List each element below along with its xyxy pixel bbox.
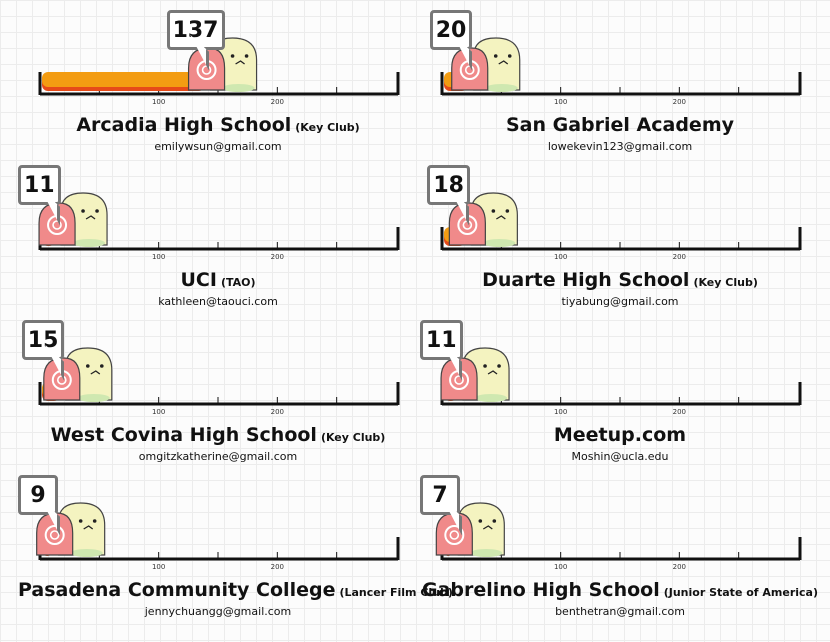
panel-track: 100 200 <box>38 347 400 416</box>
tick-label: 100 <box>554 98 567 106</box>
contact-email: tiyabung@gmail.com <box>561 295 679 308</box>
value-bubble: 18 <box>427 165 470 205</box>
value-bubble: 11 <box>18 165 61 205</box>
organization-subtitle: (Junior State of America) <box>663 586 819 599</box>
tick-label: 200 <box>673 408 686 416</box>
contact-email: jennychuangg@gmail.com <box>144 605 292 618</box>
tick-label: 100 <box>554 408 567 416</box>
organization-name-text: Pasadena Community College <box>18 579 336 601</box>
organization-name-text: Gabrelino High School <box>421 579 660 601</box>
tick-label: 200 <box>673 253 686 261</box>
organization-name-text: West Covina High School <box>50 424 317 446</box>
organization-name: Arcadia High School(Key Club) <box>18 114 418 136</box>
contact-email: benthetran@gmail.com <box>555 605 685 618</box>
value-bubble: 7 <box>420 475 460 515</box>
value-bubble: 20 <box>429 10 473 50</box>
snail-icon <box>43 347 113 402</box>
organization-name: Meetup.com <box>420 424 820 446</box>
panel-track: 100 200 <box>440 37 802 106</box>
organization-name: Pasadena Community College(Lancer Film C… <box>18 579 453 601</box>
tick-label: 100 <box>152 98 165 106</box>
snail-icon <box>448 192 518 247</box>
value-bubble: 11 <box>420 320 463 360</box>
contact-email: lowekevin123@gmail.com <box>547 140 693 153</box>
contact-email: Moshin@ucla.edu <box>571 450 669 463</box>
tick-label: 200 <box>673 98 686 106</box>
tick-label: 100 <box>152 563 165 571</box>
contact-email: omgitzkatherine@gmail.com <box>138 450 298 463</box>
organization-name-text: Duarte High School <box>482 269 690 291</box>
organization-subtitle: (Key Club) <box>295 121 360 134</box>
organization-name: UCI(TAO) <box>18 269 418 291</box>
tick-label: 100 <box>554 563 567 571</box>
tick-label: 100 <box>152 408 165 416</box>
organization-subtitle: (TAO) <box>220 276 256 289</box>
tick-label: 100 <box>554 253 567 261</box>
value-bubble: 9 <box>18 475 58 515</box>
tick-label: 100 <box>152 253 165 261</box>
value-bubble: 15 <box>21 320 65 360</box>
contact-email: emilywsun@gmail.com <box>154 140 282 153</box>
snail-icon <box>440 347 510 402</box>
panel-track: 100 200 <box>440 347 802 416</box>
tick-label: 200 <box>271 563 284 571</box>
organization-subtitle: (Key Club) <box>693 276 758 289</box>
tick-label: 200 <box>673 563 686 571</box>
tick-label: 200 <box>271 408 284 416</box>
tick-label: 200 <box>271 253 284 261</box>
tick-label: 200 <box>271 98 284 106</box>
value-bubble: 137 <box>166 10 225 50</box>
organization-subtitle: (Lancer Film Club) <box>339 586 453 599</box>
panel-track: 100 200 <box>435 502 802 571</box>
bar <box>42 72 205 87</box>
snail-icon <box>36 502 106 557</box>
organization-subtitle: (Key Club) <box>320 431 386 444</box>
snail-icon <box>435 502 505 557</box>
organization-name: West Covina High School(Key Club) <box>18 424 418 446</box>
organization-name: Duarte High School(Key Club) <box>420 269 820 291</box>
organization-name-text: Arcadia High School <box>76 114 292 136</box>
snail-icon <box>451 37 521 92</box>
panel-track: 100 200 <box>440 192 802 261</box>
organization-name-text: Meetup.com <box>553 424 687 446</box>
organization-name-text: San Gabriel Academy <box>505 114 735 136</box>
panel-track: 100 200 <box>38 192 400 261</box>
panel-track: 100 200 <box>36 502 400 571</box>
organization-name: Gabrelino High School(Junior State of Am… <box>420 579 820 601</box>
organization-name-text: UCI <box>180 269 217 291</box>
organization-name: San Gabriel Academy <box>420 114 820 136</box>
contact-email: kathleen@taouci.com <box>158 295 278 308</box>
